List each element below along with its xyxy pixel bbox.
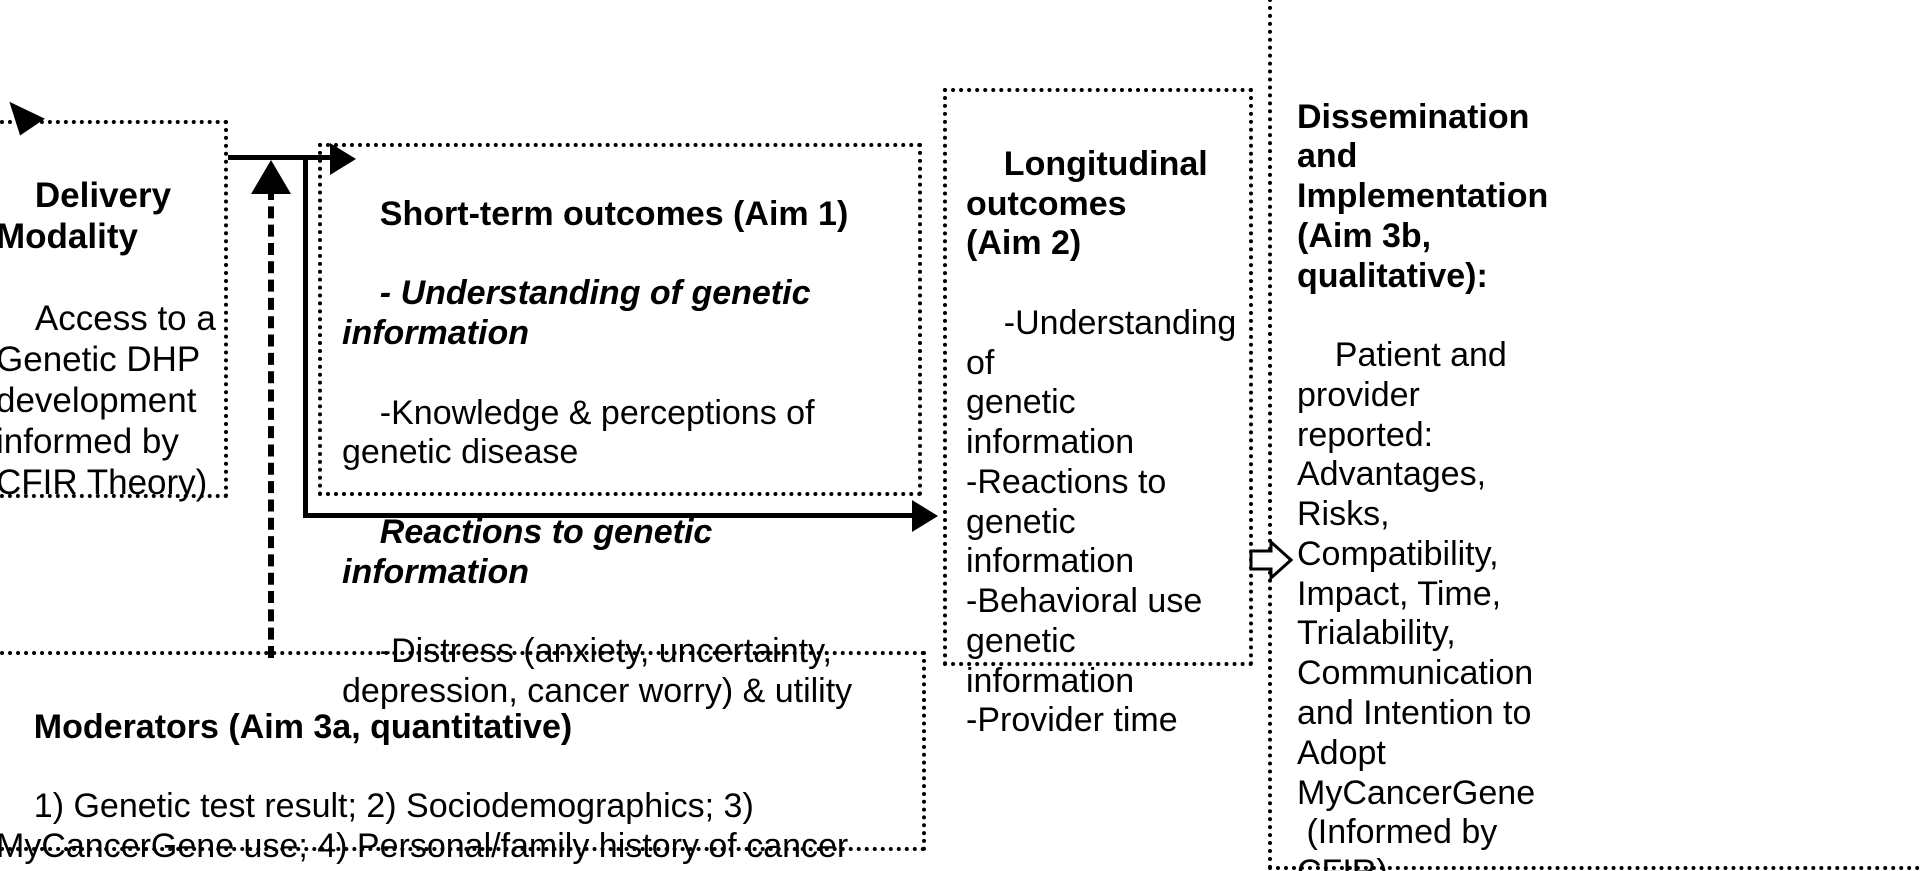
- short-term-to-longitudinal-arrow-head-icon: [912, 500, 938, 532]
- short-term-outcomes-box: [318, 143, 922, 496]
- short-term-to-longitudinal-horizontal-line: [303, 513, 933, 518]
- short-term-subheading-2: Reactions to genetic information: [342, 512, 722, 591]
- moderators-to-short-term-dashed-line: [268, 188, 274, 658]
- short-term-to-longitudinal-vertical-line: [303, 155, 308, 517]
- moderators-body: 1) Genetic test result; 2) Sociodemograp…: [0, 787, 849, 866]
- short-term-subheading-1: - Understanding of genetic information: [342, 274, 820, 353]
- short-term-heading: Short-term outcomes (Aim 1): [379, 194, 849, 233]
- short-term-bullet-2: -Distress (anxiety, uncertainty, depress…: [342, 632, 853, 710]
- dissemination-implementation-box: [1268, 0, 1920, 870]
- dissemination-body: Patient and provider reported: Advantage…: [1297, 336, 1536, 871]
- delivery-to-short-term-arrow-head-icon: [330, 143, 356, 175]
- delivery-modality-heading: Delivery Modality: [0, 175, 172, 256]
- moderators-heading: Moderators (Aim 3a, quantitative): [33, 707, 573, 746]
- dissemination-text: Dissemination and Implementation (Aim 3b…: [1297, 18, 1557, 871]
- longitudinal-outcomes-box: [943, 88, 1253, 666]
- moderators-to-short-term-arrow-head-icon: [251, 160, 291, 194]
- short-term-outcomes-text: Short-term outcomes (Aim 1) - Understand…: [342, 155, 902, 751]
- delivery-to-short-term-line: [228, 155, 350, 160]
- short-term-bullet-1: -Knowledge & perceptions of genetic dise…: [342, 393, 824, 472]
- longitudinal-to-dissemination-open-arrow-icon: [1249, 538, 1293, 582]
- longitudinal-heading: Longitudinal outcomes (Aim 2): [966, 144, 1208, 263]
- delivery-modality-body: Access to a Genetic DHP development info…: [0, 298, 216, 502]
- moderators-box: [0, 651, 926, 851]
- longitudinal-outcomes-text: Longitudinal outcomes (Aim 2) -Understan…: [966, 105, 1246, 781]
- dissemination-heading: Dissemination and Implementation (Aim 3b…: [1297, 97, 1549, 295]
- delivery-modality-text: Delivery Modality Access to a Genetic DH…: [0, 135, 226, 544]
- moderators-text: Moderators (Aim 3a, quantitative) 1) Gen…: [0, 668, 896, 871]
- longitudinal-body: -Understanding of genetic information -R…: [966, 303, 1237, 740]
- delivery-modality-box: [0, 120, 228, 498]
